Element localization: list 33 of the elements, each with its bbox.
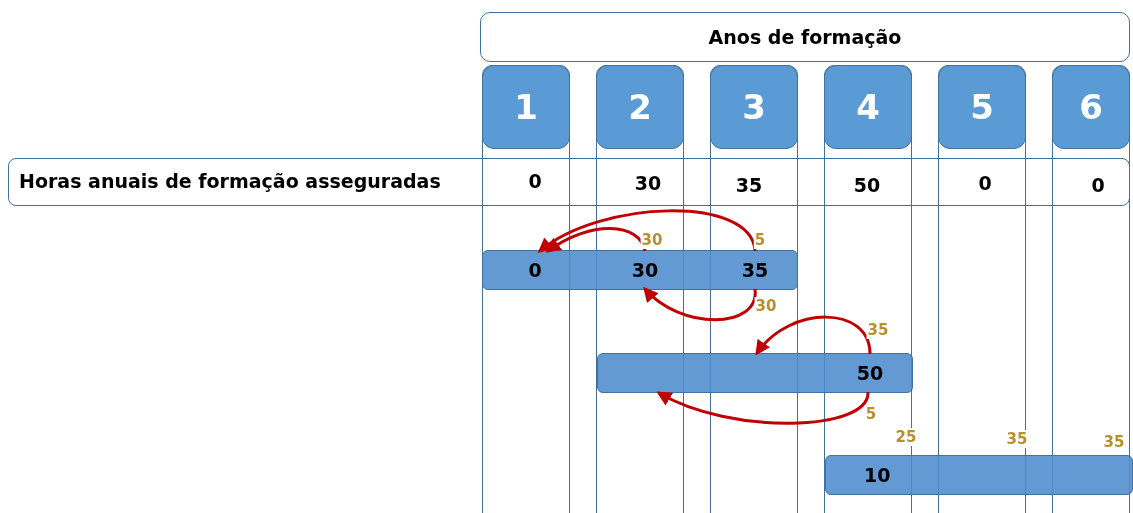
year-tile: 4: [824, 65, 912, 149]
curved-arrow: [642, 286, 757, 322]
hours-bar: [597, 353, 913, 393]
hours-bar: [825, 455, 1133, 495]
year-tile: 1: [482, 65, 570, 149]
hours-note: 35: [1004, 430, 1030, 448]
year-tile: 5: [938, 65, 1026, 149]
bar-value: 10: [864, 464, 891, 486]
hours-value: 50: [853, 174, 881, 196]
curved-arrow: [656, 391, 870, 425]
hours-bar: [482, 250, 798, 290]
hours-value: 30: [634, 172, 662, 194]
hours-note: 25: [893, 428, 919, 446]
curved-arrow: [755, 315, 872, 356]
row-header-box: [8, 158, 1130, 206]
bar-value: 50: [837, 354, 903, 392]
year-tile: 3: [710, 65, 798, 149]
curved-arrow: [545, 227, 647, 253]
row-title: Horas anuais de formação asseguradas: [19, 170, 441, 192]
curved-arrow: [537, 209, 757, 253]
hours-value: 0: [528, 170, 542, 192]
edge-label: 30: [640, 231, 664, 249]
bar-value: 30: [610, 251, 680, 289]
header-box: Anos de formação: [480, 12, 1130, 62]
edge-label: 35: [866, 321, 890, 339]
year-tile: 2: [596, 65, 684, 149]
hours-value: 0: [978, 172, 992, 194]
hours-value: 35: [735, 174, 763, 196]
bar-value: 35: [720, 251, 790, 289]
hours-value: 0: [1091, 174, 1105, 196]
year-tile: 6: [1052, 65, 1130, 149]
bar-value: 0: [500, 251, 570, 289]
edge-label: 5: [753, 231, 767, 249]
